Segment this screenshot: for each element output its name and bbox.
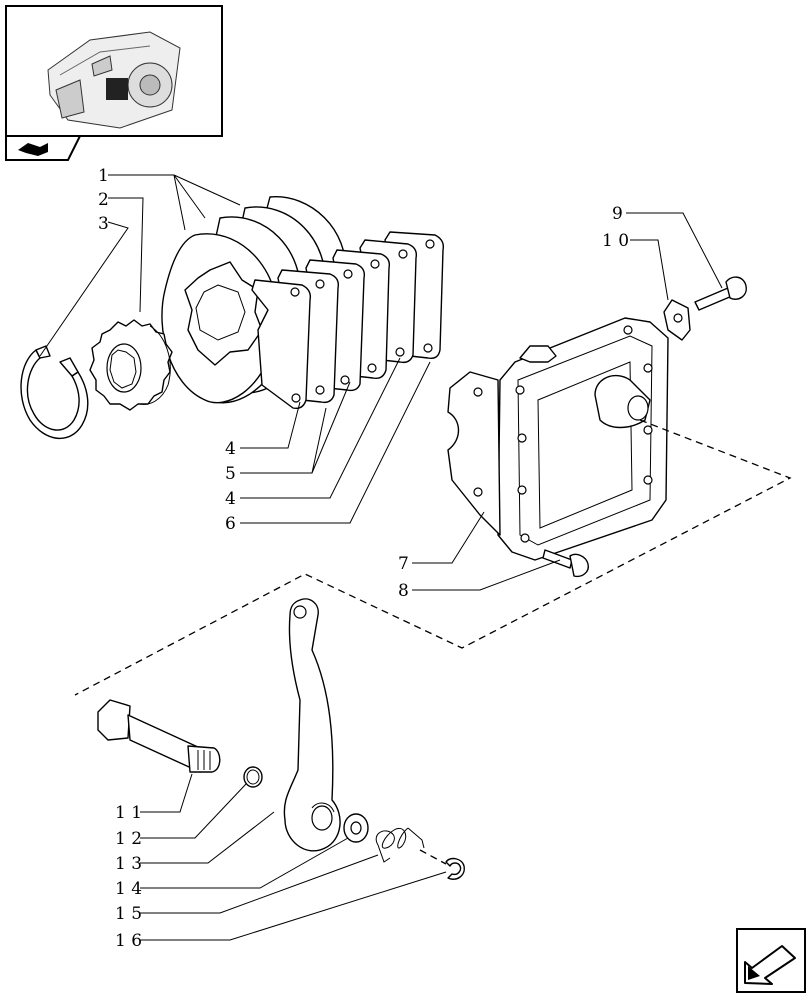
callout-14: 1 4 <box>115 879 142 899</box>
next-page-arrow-icon[interactable] <box>736 928 806 993</box>
transmission-housing-thumbnail <box>47 31 181 129</box>
callout-5: 5 <box>225 464 236 484</box>
callout-6: 6 <box>225 514 236 534</box>
cover-bolt <box>542 549 589 578</box>
screw-bolt <box>694 276 747 311</box>
callout-11: 1 1 <box>115 803 142 823</box>
callout-2: 2 <box>98 190 109 210</box>
flat-washer <box>343 813 369 843</box>
housing-cover <box>447 317 669 561</box>
callout-12: 1 2 <box>115 829 142 849</box>
torsion-spring <box>375 827 425 863</box>
callout-4-lower: 4 <box>225 489 236 509</box>
callout-7: 7 <box>398 554 409 574</box>
tab-washer <box>663 299 691 341</box>
callout-1: 1 <box>98 166 109 186</box>
splined-gear <box>89 319 173 411</box>
o-ring <box>243 766 263 788</box>
circlip <box>20 345 89 440</box>
callout-labels: 1 2 3 4 5 4 6 7 8 9 1 0 1 1 1 2 1 3 1 4 … <box>98 166 629 951</box>
callout-15: 1 5 <box>115 904 142 924</box>
lever-arm <box>283 598 341 852</box>
callout-8: 8 <box>398 581 409 601</box>
callout-9: 9 <box>612 204 623 224</box>
callout-4-upper: 4 <box>225 439 236 459</box>
leader-lines <box>39 174 723 941</box>
thumbnail-frame[interactable] <box>5 5 223 161</box>
book-icon <box>18 143 48 156</box>
callout-3: 3 <box>98 214 109 234</box>
snap-ring <box>445 857 465 880</box>
callout-16: 1 6 <box>115 931 142 951</box>
assembly-dashed-lines <box>74 419 792 865</box>
spline-shaft <box>97 699 221 773</box>
callout-13: 1 3 <box>115 854 142 874</box>
callout-10: 1 0 <box>602 231 629 251</box>
separator-plates <box>251 231 445 410</box>
